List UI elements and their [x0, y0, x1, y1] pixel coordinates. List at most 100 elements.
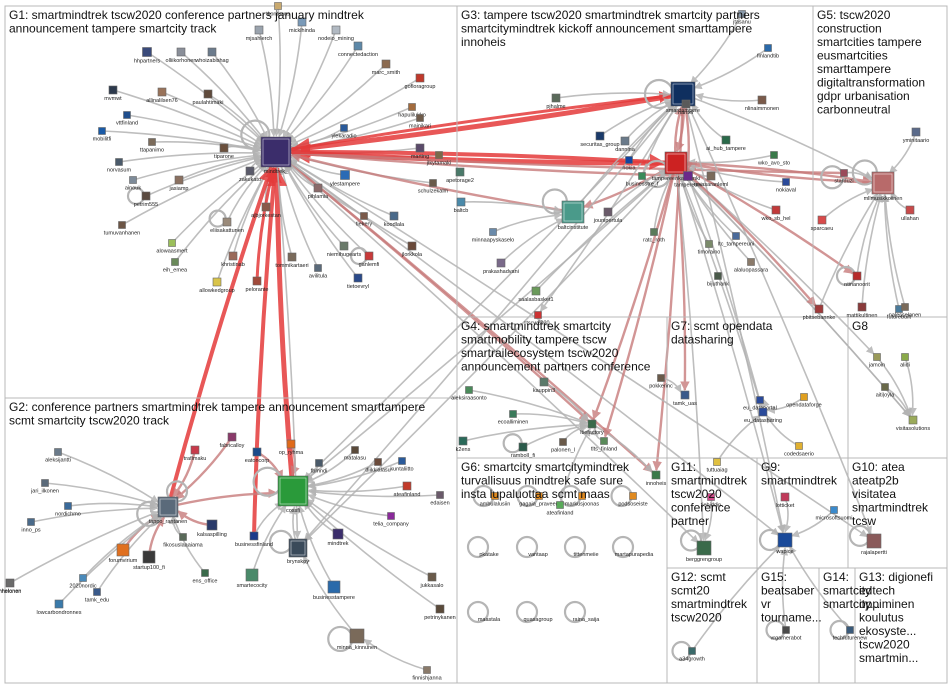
node-edaisen[interactable]: edaisen	[430, 491, 450, 507]
node-inno-ps[interactable]: inno_ps	[21, 518, 41, 534]
node-minnaapyskaselo[interactable]: minnaapyskaselo	[472, 228, 515, 244]
node-hapulilukko[interactable]: hapulilukko	[398, 103, 426, 119]
node-tampereuni[interactable]: tampereuni	[674, 171, 702, 189]
node-pjhalme[interactable]: pjhalme	[546, 93, 566, 110]
node-aleksijantti[interactable]: aleksijantti	[45, 448, 71, 464]
node-alidi[interactable]: alidi	[900, 353, 910, 369]
node-koodlala[interactable]: koodlala	[384, 211, 405, 228]
node-pihlamia[interactable]: pihlamia	[308, 183, 329, 200]
node-marc-smith[interactable]: marc_smith	[372, 59, 400, 76]
node-nordichmo[interactable]: nordichmo	[55, 502, 81, 518]
node-trafimaku[interactable]: trafimaku	[184, 445, 207, 462]
node-mindtrek-[interactable]: mindtrek_	[260, 136, 292, 175]
node-tappo-rantanen[interactable]: tappo_rantanen	[149, 496, 188, 525]
node-tommikartaeri[interactable]: tommikartaeri	[275, 252, 309, 269]
node-jtasanu[interactable]: jtasanu	[732, 10, 751, 26]
node-ltc-tampereuni[interactable]: ltc_tampereuni	[718, 232, 754, 248]
node-vttfinland[interactable]: vttfinland	[116, 111, 138, 127]
node-schulzekalm[interactable]: schulzekalm	[418, 179, 449, 195]
node-kalsaspilling[interactable]: kalsaspilling	[197, 519, 227, 538]
node-ateafinland[interactable]: ateafinland	[394, 481, 421, 498]
node-tampereenkaupunki[interactable]: tampereenkaupunki	[652, 151, 700, 182]
node-pelorante[interactable]: pelorante	[246, 276, 269, 293]
node-yminitaario[interactable]: yminitaario	[903, 127, 930, 144]
node-telia-company[interactable]: telia_company	[373, 512, 409, 528]
node-tamk-uas[interactable]: tamk_uas	[673, 390, 697, 407]
node-petrim555[interactable]: petrim555	[134, 191, 158, 208]
node-apetorage2[interactable]: apetorage2	[446, 167, 474, 184]
node-vrgamerabot[interactable]: vrgamerabot	[771, 626, 802, 642]
node-pbitsebannke[interactable]: pbitsebannke	[803, 304, 836, 321]
node-ecoalliminen[interactable]: ecoalliminen	[498, 410, 529, 426]
node-tumuvanhanen[interactable]: tumuvanhanen	[104, 221, 140, 237]
node-jlkytamaki[interactable]: jlkytamaki	[426, 151, 451, 167]
node-pkatake[interactable]: pkatake	[479, 552, 498, 558]
node-eu-datasharing[interactable]: eu_datasharing	[744, 407, 782, 424]
node-maastala[interactable]: maastala	[478, 617, 501, 623]
node-palonen-l[interactable]: palonen_l	[551, 438, 575, 454]
node-tlts-finland[interactable]: tlts_finland	[591, 437, 617, 453]
node-diikkialasu[interactable]: diikkialasu	[365, 458, 391, 474]
node-nalesselanen[interactable]: nalesselanen	[889, 303, 921, 319]
node-raina-saija[interactable]: raina_saija	[573, 617, 601, 623]
node-cossfi[interactable]: cossfi	[277, 475, 309, 514]
node-businessfinland[interactable]: businessfinland	[235, 531, 273, 548]
node-mllmusikkoiinen[interactable]: mllmusikkoiinen	[864, 171, 903, 202]
node-vantaap[interactable]: vantaap	[528, 552, 548, 558]
node-jasiamp[interactable]: jasiamp	[169, 175, 189, 192]
node-gofloragroup[interactable]: gofloragroup	[405, 73, 436, 90]
node-mvmwt[interactable]: mvmwt	[104, 85, 122, 102]
node-aiti-oyla[interactable]: aiti|oyla	[876, 383, 895, 399]
node-mobilitfi[interactable]: mobilitfi	[93, 127, 112, 143]
node-berggrengroup[interactable]: berggrengroup	[686, 540, 722, 563]
node-businesstre-f[interactable]: businesstre_f	[626, 172, 659, 188]
node-micklhinda[interactable]: micklhinda	[289, 17, 316, 34]
node-hhpartners[interactable]: hhpartners	[134, 47, 161, 65]
node-jari-ilkonen[interactable]: jari_ilkonen	[30, 479, 59, 495]
node-aleksiraasonto[interactable]: aleksiraasonto	[451, 386, 487, 402]
node-petrinykanen[interactable]: petrinykanen	[424, 604, 456, 621]
node-a34growth[interactable]: a34growth	[679, 647, 705, 663]
node-fabricalloy[interactable]: fabricalloy	[220, 432, 245, 449]
node-baltcinstitute[interactable]: baltcinstitute	[558, 200, 589, 231]
node-nokia[interactable]: nokia	[622, 156, 637, 172]
node-mattikultinen[interactable]: mattikultinen	[847, 302, 878, 319]
node-prakashadvani[interactable]: prakashadvani	[483, 258, 519, 275]
node-starduzi[interactable]: starduzi	[834, 169, 854, 185]
node-timoraino[interactable]: timoraino	[698, 240, 721, 256]
node-k2ens[interactable]: k2ens	[456, 436, 471, 453]
node-tiebiddin[interactable]: tiebiddin	[701, 493, 722, 509]
node-mjsahlerch[interactable]: mjsahlerch	[246, 25, 273, 42]
node-finnishjanna[interactable]: finnishjanna	[412, 666, 443, 682]
node-pokkerinc[interactable]: pokkerinc	[649, 374, 673, 390]
node-businesstampere[interactable]: businesstampere	[313, 580, 355, 601]
node-ullahan[interactable]: ullahan	[901, 205, 919, 222]
node-zakukato[interactable]: zakukato	[239, 166, 261, 183]
node-innoheis[interactable]: innoheis	[646, 470, 667, 487]
node-allinalilsen76[interactable]: allinalilsen76	[146, 87, 178, 104]
node-jamoin[interactable]: jamoin	[868, 353, 885, 369]
node-ambulalusiin[interactable]: ambulalusiin	[480, 492, 511, 508]
node-norvasum[interactable]: norvasum	[107, 158, 132, 174]
node-eatoncorp[interactable]: eatoncorp	[245, 447, 269, 464]
node-quasagroup[interactable]: quasagroup	[523, 617, 552, 623]
node-ganlemfi[interactable]: ganlemfi	[359, 251, 380, 268]
node-bijuthank[interactable]: bijuthank	[707, 272, 729, 288]
node-mainikari[interactable]: mainikari	[409, 114, 431, 130]
node-wko-sb-hel[interactable]: wko_sb_hel	[760, 205, 791, 222]
node-minna-kinnunen[interactable]: minna_kinnunen	[337, 628, 377, 651]
node-lotticket[interactable]: lotticket	[776, 492, 795, 509]
node-microsoftsuomi[interactable]: microsoftsuomi	[816, 506, 853, 522]
node-niemihugearts[interactable]: niemihugearts	[327, 241, 362, 258]
node-connectedaction[interactable]: connectedaction	[338, 41, 378, 58]
node-tiekery[interactable]: tiekery	[356, 212, 372, 228]
node-tietoevryl[interactable]: tietoevryl	[347, 273, 369, 290]
node-nodeio-mining[interactable]: nodeio_mining	[318, 25, 354, 42]
node-fbmndi[interactable]: fbmndi	[311, 459, 328, 475]
node-jukkasalo[interactable]: jukkasalo	[420, 572, 444, 589]
node-visitasolutions[interactable]: visitasolutions	[896, 415, 930, 432]
node-tittenmeiie[interactable]: tittenmeiie	[573, 552, 598, 558]
node-ateafinland[interactable]: ateafinland	[547, 501, 574, 517]
node-kuntaliitto[interactable]: kuntaliitto	[390, 457, 414, 473]
node-hhelonen[interactable]: hhelonen	[0, 579, 21, 595]
